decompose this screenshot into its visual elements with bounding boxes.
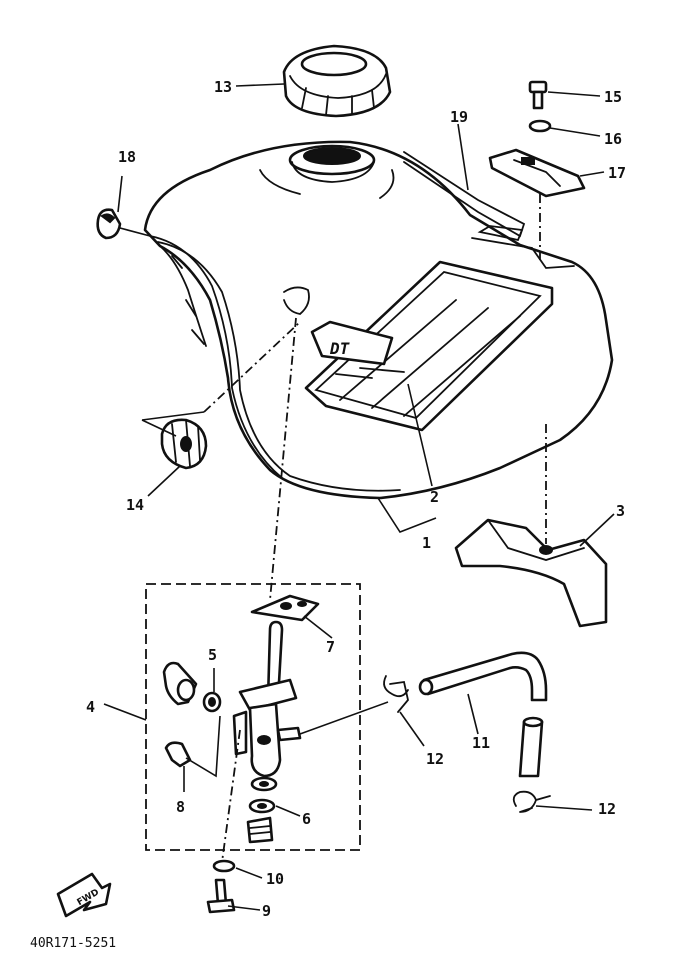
part-rear-bracket-3 (454, 518, 608, 628)
axis-drain (221, 729, 241, 863)
leader-17 (579, 171, 605, 177)
leader-7 (303, 615, 333, 639)
callout-12a: 12 (426, 750, 444, 768)
callout-5: 5 (208, 646, 217, 664)
fuel-cock-assembly-box (145, 583, 361, 851)
leader-9 (227, 905, 261, 911)
callout-12b: 12 (598, 800, 616, 818)
callout-6: 6 (302, 810, 311, 828)
part-drain-cup (246, 816, 274, 844)
callout-7: 7 (326, 638, 335, 656)
leader-10 (235, 867, 263, 879)
part-clip-12a (383, 675, 409, 713)
leader-12b (535, 805, 593, 811)
part-washer-16 (528, 119, 552, 133)
callout-16: 16 (604, 130, 622, 148)
part-oring-5 (202, 691, 222, 713)
callout-4: 4 (86, 698, 95, 716)
leader-16 (549, 127, 601, 137)
part-fuel-cock-body (238, 620, 302, 778)
callout-10: 10 (266, 870, 284, 888)
callout-2: 2 (430, 488, 439, 506)
part-washer-6b (248, 798, 276, 814)
tank-logo: DT (329, 339, 351, 358)
leader-6 (275, 805, 301, 817)
part-fuel-cap (282, 44, 392, 118)
part-knob-14 (160, 418, 208, 470)
leader-1 (377, 497, 437, 533)
leader-12a (399, 711, 425, 747)
callout-1: 1 (422, 534, 431, 552)
part-clip-12b (512, 790, 551, 813)
part-lever-5 (162, 661, 198, 706)
leader-19 (457, 123, 469, 191)
callout-14: 14 (126, 496, 144, 514)
callout-18: 18 (118, 148, 136, 166)
callout-3: 3 (616, 502, 625, 520)
leader-4 (103, 703, 147, 721)
callout-9: 9 (262, 902, 271, 920)
callout-15: 15 (604, 88, 622, 106)
part-fuel-hose-11 (418, 651, 548, 778)
callout-13: 13 (214, 78, 232, 96)
part-gasket-7 (250, 594, 320, 622)
drawing-code: 40R171-5251 (30, 936, 116, 951)
part-washer-10 (212, 859, 236, 873)
callout-11: 11 (472, 734, 490, 752)
fwd-direction-arrow: FWD (56, 872, 112, 918)
leader-2 (407, 383, 433, 487)
leader-15 (547, 91, 601, 97)
part-bracket-17 (488, 148, 586, 198)
leader-14 (141, 411, 205, 437)
callout-8: 8 (176, 798, 185, 816)
axis-tank-fuelcock (269, 317, 297, 601)
leader-18 (117, 175, 151, 237)
part-screw-8 (164, 741, 192, 768)
part-fuel-tank: DT (143, 140, 614, 500)
part-washer-6a (250, 776, 278, 792)
axis-14-mount (203, 321, 301, 413)
leader-13 (235, 83, 285, 87)
leader-14-b (147, 465, 181, 497)
callout-17: 17 (608, 164, 626, 182)
leader-3 (579, 513, 615, 547)
leader-8 (183, 715, 221, 792)
leader-fuelcock-12 (299, 701, 389, 735)
part-bolt-15 (528, 80, 548, 110)
callout-19: 19 (450, 108, 468, 126)
leader-11 (467, 693, 479, 735)
part-damper-18 (96, 208, 122, 240)
part-bolt-9 (206, 878, 236, 914)
